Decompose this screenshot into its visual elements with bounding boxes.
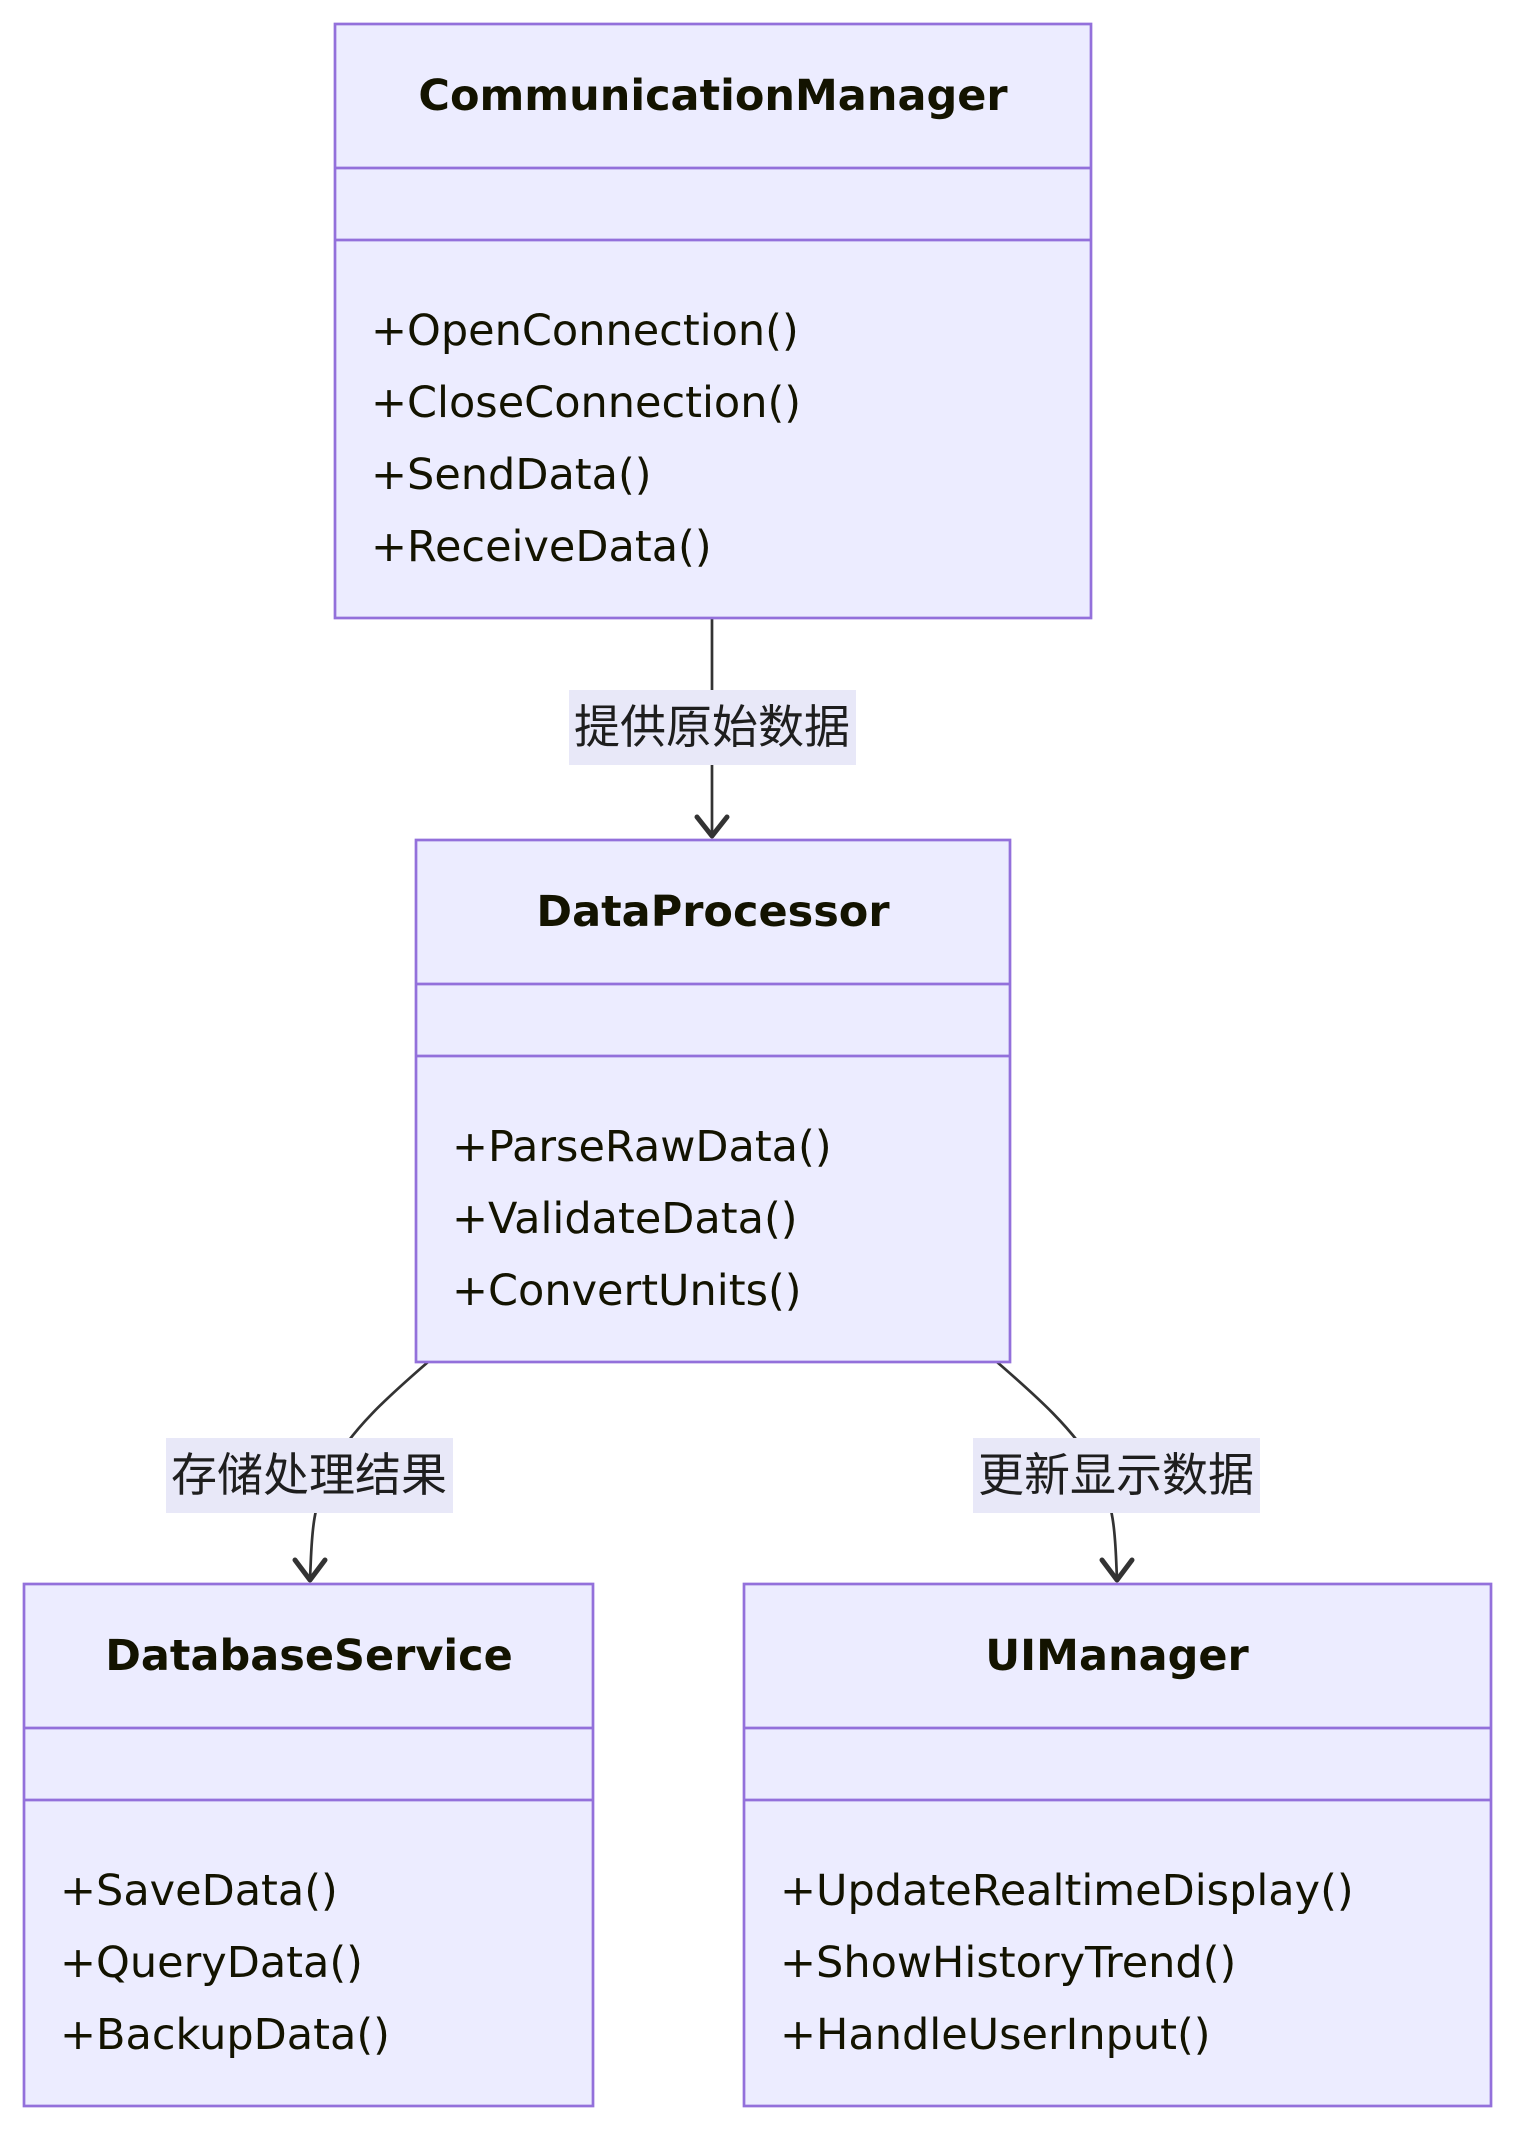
relation-label: 提供原始数据 — [574, 700, 850, 754]
method: +QueryData() — [60, 1938, 363, 1988]
method: +ShowHistoryTrend() — [780, 1938, 1236, 1988]
edge-label-communication-to-processor: 提供原始数据 — [569, 690, 856, 765]
class-name: DatabaseService — [105, 1631, 513, 1681]
method: +OpenConnection() — [371, 306, 799, 356]
method: +SaveData() — [60, 1866, 338, 1916]
edge-label-processor-to-ui: 更新显示数据 — [973, 1438, 1260, 1513]
method: +HandleUserInput() — [780, 2010, 1211, 2060]
class-data-processor[interactable]: DataProcessor +ParseRawData() +ValidateD… — [414, 838, 1012, 1364]
class-name: CommunicationManager — [418, 71, 1008, 121]
relation-label: 存储处理结果 — [171, 1448, 447, 1502]
relation-label: 更新显示数据 — [978, 1448, 1254, 1502]
arrowhead-processor-icon — [694, 814, 730, 839]
method: +BackupData() — [60, 2010, 390, 2060]
class-communication-manager[interactable]: CommunicationManager +OpenConnection() +… — [333, 22, 1093, 620]
method: +ParseRawData() — [452, 1122, 832, 1172]
method: +ValidateData() — [452, 1194, 798, 1244]
class-name: DataProcessor — [536, 887, 890, 937]
method: +ConvertUnits() — [452, 1266, 802, 1316]
arrowhead-database-icon — [292, 1557, 328, 1583]
method: +SendData() — [371, 450, 652, 500]
edge-label-processor-to-database: 存储处理结果 — [166, 1438, 453, 1513]
method: +ReceiveData() — [371, 522, 712, 572]
class-database-service[interactable]: DatabaseService +SaveData() +QueryData()… — [22, 1582, 595, 2108]
class-name: UIManager — [985, 1631, 1249, 1681]
arrowhead-ui-icon — [1099, 1557, 1135, 1583]
method: +UpdateRealtimeDisplay() — [780, 1866, 1354, 1916]
method: +CloseConnection() — [371, 378, 801, 428]
class-ui-manager[interactable]: UIManager +UpdateRealtimeDisplay() +Show… — [742, 1582, 1493, 2108]
